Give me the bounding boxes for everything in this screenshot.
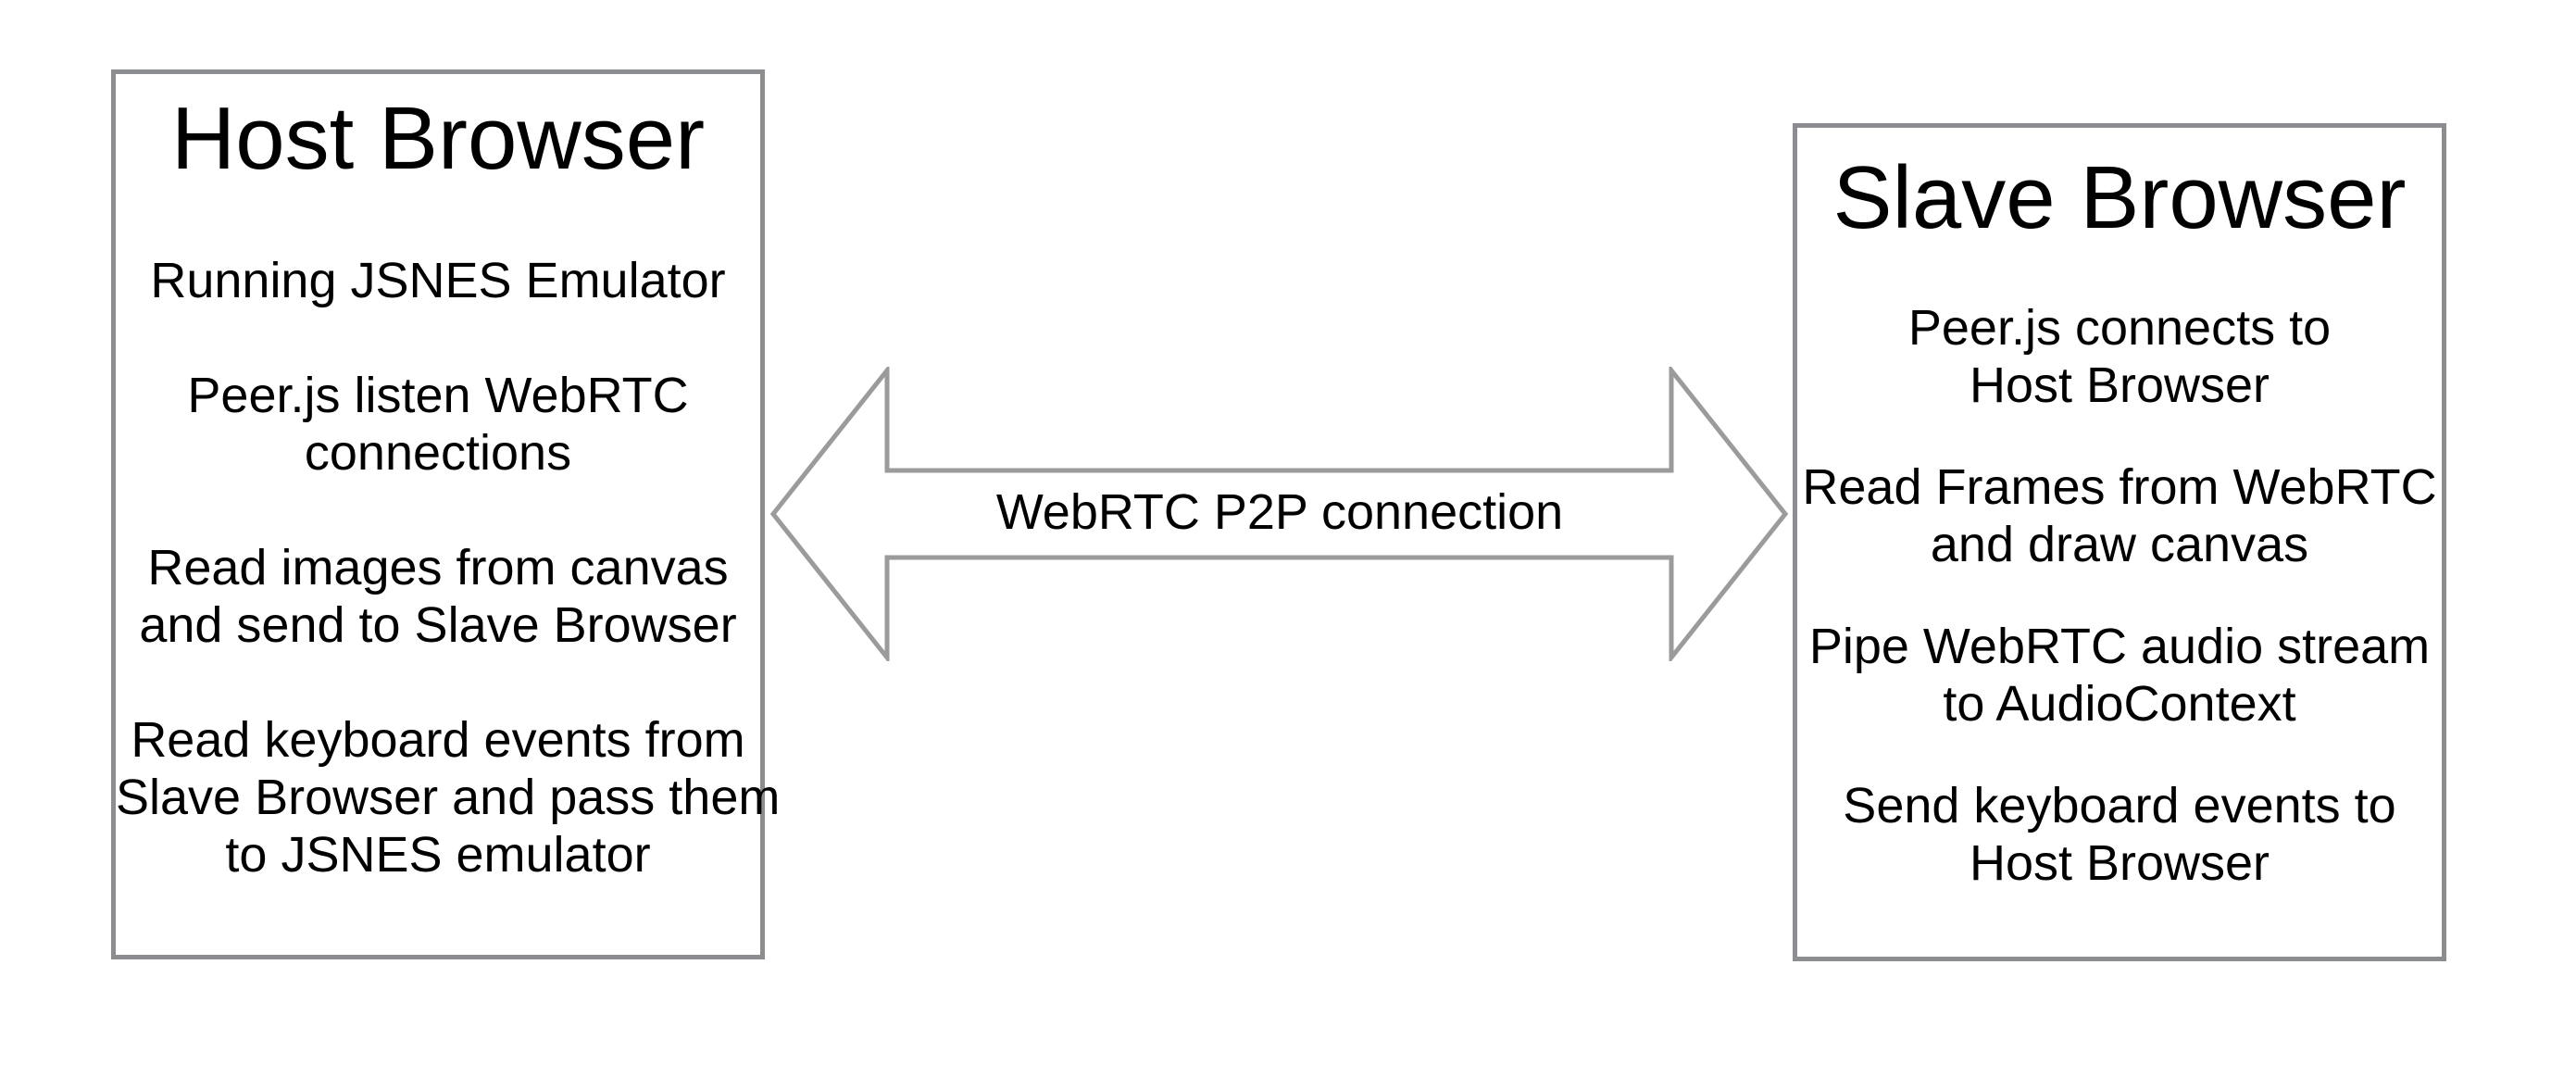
text-line: Host Browser (1969, 835, 2270, 891)
slave-box-title: Slave Browser (1832, 148, 2407, 247)
host-box-title: Host Browser (170, 89, 706, 188)
text-line: Send keyboard events to (1843, 778, 2396, 833)
text-line: Read images from canvas (147, 540, 729, 595)
slave-paragraph-read-frames: Read Frames from WebRTC and draw canvas (1797, 458, 2442, 573)
connection-label: WebRTC P2P connection (995, 484, 1564, 540)
text-line: Host Browser (1969, 357, 2270, 413)
text-line: connections (304, 425, 572, 481)
slave-paragraph-send-keyboard: Send keyboard events to Host Browser (1797, 777, 2442, 892)
text-line: Peer.js listen WebRTC (187, 368, 689, 423)
slave-paragraph-peerjs-connects: Peer.js connects to Host Browser (1797, 299, 2442, 414)
double-arrow-shape (770, 367, 1789, 661)
slave-browser-box: Slave Browser Peer.js connects to Host B… (1793, 123, 2446, 961)
text-line: Pipe WebRTC audio stream (1808, 619, 2431, 674)
text-line: to JSNES emulator (225, 827, 651, 883)
text-line: Read Frames from WebRTC (1802, 459, 2437, 515)
host-browser-box: Host Browser Running JSNES Emulator Peer… (111, 69, 781, 959)
text-line: Running JSNES Emulator (150, 253, 726, 308)
host-paragraph-read-images: Read images from canvas and send to Slav… (116, 539, 760, 654)
text-line: Peer.js connects to (1907, 300, 2332, 356)
webrtc-connection-arrow (770, 367, 1789, 661)
text-line: and draw canvas (1930, 517, 2309, 572)
text-line: to AudioContext (1943, 676, 2296, 732)
text-line: Slave Browser and pass them (116, 770, 781, 825)
host-paragraph-running-emulator: Running JSNES Emulator (116, 252, 760, 309)
host-paragraph-peerjs-listen: Peer.js listen WebRTC connections (116, 367, 760, 482)
host-paragraph-read-keyboard: Read keyboard events from Slave Browser … (116, 711, 781, 883)
slave-paragraph-pipe-audio: Pipe WebRTC audio stream to AudioContext (1797, 618, 2442, 733)
text-line: Read keyboard events from (131, 712, 745, 768)
text-line: and send to Slave Browser (139, 597, 737, 653)
